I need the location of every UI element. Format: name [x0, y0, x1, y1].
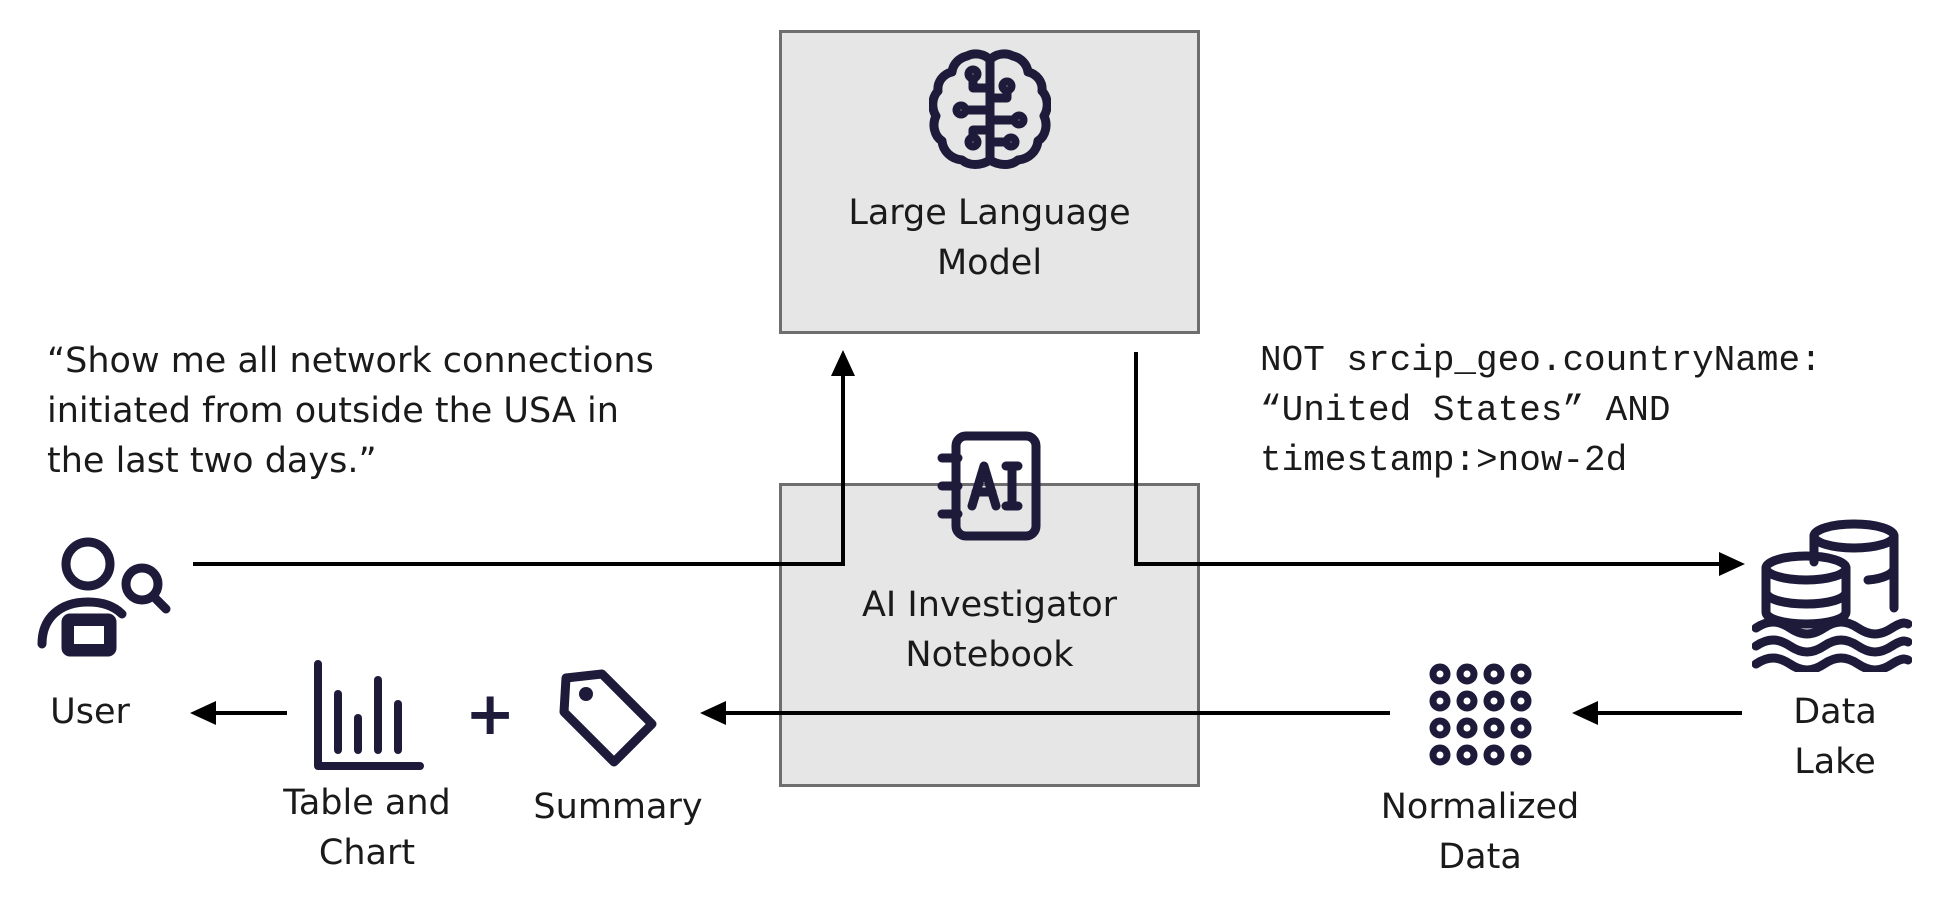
- data-lake-line1: Data: [1793, 692, 1877, 732]
- normalized-data-line1: Normalized: [1380, 787, 1580, 827]
- notebook-label-line1: AI Investigator: [861, 585, 1117, 625]
- query-line2: initiated from outside the USA in: [47, 391, 619, 431]
- database-water-icon: [1752, 519, 1912, 672]
- query-line1: “Show me all network connections: [47, 341, 654, 381]
- ai-notebook-icon: [937, 431, 1041, 541]
- table-chart-line2: Chart: [318, 833, 416, 873]
- dot-grid-icon: [1429, 663, 1532, 766]
- llm-label: Large Language Model: [789, 188, 1190, 288]
- arrowhead-right-datalake: [1719, 552, 1745, 576]
- llm-label-line1: Large Language: [848, 193, 1131, 233]
- arrowhead-left-normalized: [1572, 701, 1598, 725]
- arrowhead-up-llm: [831, 350, 855, 376]
- notebook-label-line2: Notebook: [905, 635, 1074, 675]
- code-line1: NOT srcip_geo.countryName:: [1260, 340, 1822, 381]
- user-search-icon: [37, 537, 171, 657]
- summary-label-text: Summary: [533, 787, 703, 827]
- data-lake-label: Data Lake: [1765, 687, 1905, 787]
- arrow-llm-to-datalake: [1134, 352, 1720, 566]
- normalized-data-line2: Data: [1438, 837, 1522, 877]
- tag-icon: [559, 669, 657, 767]
- generated-query-code: NOT srcip_geo.countryName: “United State…: [1260, 336, 1940, 486]
- arrowhead-left-summary: [700, 701, 726, 725]
- arrow-user-to-llm: [193, 354, 845, 566]
- arrowhead-left-user: [190, 701, 216, 725]
- user-query-text: “Show me all network connections initiat…: [47, 336, 707, 486]
- summary-label: Summary: [518, 782, 718, 832]
- user-label-text: User: [50, 692, 130, 732]
- user-label: User: [20, 687, 160, 737]
- llm-label-line2: Model: [936, 243, 1043, 283]
- code-line2: “United States” AND: [1260, 390, 1671, 431]
- notebook-label: AI Investigator Notebook: [789, 580, 1190, 680]
- bar-chart-icon: [314, 660, 424, 770]
- data-lake-line2: Lake: [1794, 742, 1876, 782]
- table-chart-line1: Table and: [283, 783, 451, 823]
- query-line3: the last two days.”: [47, 441, 377, 481]
- table-chart-label: Table and Chart: [262, 778, 472, 878]
- brain-circuit-icon: [929, 49, 1051, 169]
- code-line3: timestamp:>now-2d: [1260, 440, 1628, 481]
- plus-sign: +: [465, 679, 516, 749]
- normalized-data-label: Normalized Data: [1360, 782, 1600, 882]
